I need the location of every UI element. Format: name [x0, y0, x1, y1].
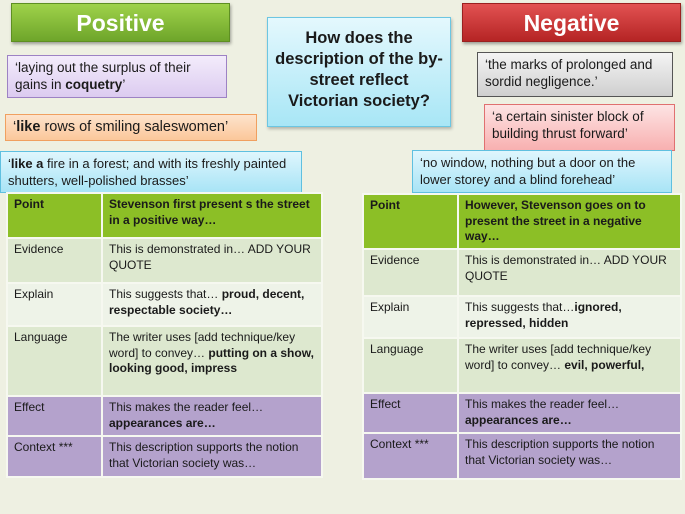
text: This is demonstrated in… ADD YOUR QUOTE — [109, 242, 311, 272]
text: ‘no window, nothing but a door on the lo… — [420, 155, 636, 187]
row-content: This makes the reader feel…appearances a… — [101, 395, 323, 437]
row-label: Effect — [6, 395, 103, 437]
text: ‘ — [8, 156, 11, 171]
positive-quote: ‘like a fire in a forest; and with its f… — [0, 151, 302, 193]
bold-text: evil, powerful, — [564, 357, 645, 372]
row-content: This description supports the notion tha… — [457, 432, 682, 480]
row-label: Language — [362, 337, 459, 394]
bold-text: proud, decent, respectable society… — [109, 287, 305, 317]
row-content: This makes the reader feel…appearances a… — [457, 392, 682, 434]
positive-header: Positive — [11, 3, 230, 42]
row-label: Context *** — [6, 435, 103, 478]
text: However, Stevenson goes on to present th… — [465, 198, 646, 243]
row-label: Context *** — [362, 432, 459, 480]
row-label: Explain — [6, 282, 103, 327]
row-content: This is demonstrated in… ADD YOUR QUOTE — [101, 237, 323, 284]
row-label: Explain — [362, 295, 459, 339]
row-content: This description supports the notion tha… — [101, 435, 323, 478]
text: Stevenson first present s the street in … — [109, 197, 310, 227]
bold-text: appearances are… — [465, 412, 572, 427]
text: rows of smiling saleswomen’ — [40, 119, 229, 135]
row-content: The writer uses [add technique/key word]… — [457, 337, 682, 394]
text: This makes the reader feel… — [109, 400, 264, 414]
text: ‘ — [13, 119, 17, 135]
text: ‘a certain sinister block of building th… — [492, 109, 644, 141]
positive-quote: ‘like rows of smiling saleswomen’ — [5, 114, 257, 141]
row-label: Evidence — [6, 237, 103, 284]
text: ‘laying out the surplus of their gains i… — [15, 60, 191, 92]
text: The writer uses [add technique/key word]… — [465, 342, 652, 372]
bold-text: coquetry — [65, 77, 123, 92]
bold-text: ignored, repressed, hidden — [465, 300, 622, 330]
negative-header: Negative — [462, 3, 681, 42]
positive-quote: ‘laying out the surplus of their gains i… — [7, 55, 227, 98]
bold-text: appearances are… — [109, 415, 216, 430]
table-row-context: Context ***This description supports the… — [362, 432, 682, 480]
table-row-context: Context ***This description supports the… — [6, 435, 323, 478]
text: This description supports the notion tha… — [109, 440, 299, 470]
negative-quote: ‘the marks of prolonged and sordid negli… — [477, 52, 673, 97]
row-content: The writer uses [add technique/key word]… — [101, 325, 323, 397]
row-content: This suggests that…ignored, repressed, h… — [457, 295, 682, 339]
text: This suggests that… — [109, 287, 222, 301]
text: fire in a forest; and with its freshly p… — [8, 156, 287, 188]
text: ’ — [122, 77, 126, 92]
row-label: Point — [6, 192, 103, 239]
row-label: Point — [362, 193, 459, 250]
row-label: Language — [6, 325, 103, 397]
text: ‘the marks of prolonged and sordid negli… — [485, 57, 653, 89]
text: The writer uses [add technique/key word]… — [109, 330, 296, 360]
text: This makes the reader feel… — [465, 397, 620, 411]
row-content: However, Stevenson goes on to present th… — [457, 193, 682, 250]
text: This suggests that… — [465, 300, 575, 314]
row-content: This suggests that… proud, decent, respe… — [101, 282, 323, 327]
row-label: Evidence — [362, 248, 459, 297]
negative-quote: ‘a certain sinister block of building th… — [484, 104, 675, 151]
bold-text: putting on a show, looking good, impress — [109, 345, 314, 376]
row-content: Stevenson first present s the street in … — [101, 192, 323, 239]
negative-quote: ‘no window, nothing but a door on the lo… — [412, 150, 672, 193]
row-content: This is demonstrated in… ADD YOUR QUOTE — [457, 248, 682, 297]
text: This description supports the notion tha… — [465, 437, 655, 467]
bold-text: like — [16, 119, 41, 135]
bold-text: like a — [10, 156, 44, 171]
text: This is demonstrated in… ADD YOUR QUOTE — [465, 253, 667, 283]
row-label: Effect — [362, 392, 459, 434]
question-box: How does the description of the by-stree… — [267, 17, 451, 127]
